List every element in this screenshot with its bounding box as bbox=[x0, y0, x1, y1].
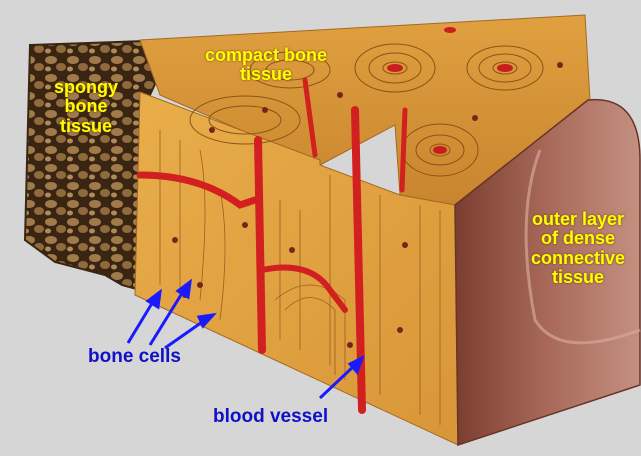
label-blood-vessel: blood vessel bbox=[213, 407, 328, 428]
label-compact-bone: compact bone tissue bbox=[186, 46, 346, 85]
label-spongy-bone: spongy bone tissue bbox=[40, 78, 132, 136]
label-bone-cells: bone cells bbox=[88, 347, 181, 368]
label-outer-layer: outer layer of dense connective tissue bbox=[517, 210, 639, 288]
